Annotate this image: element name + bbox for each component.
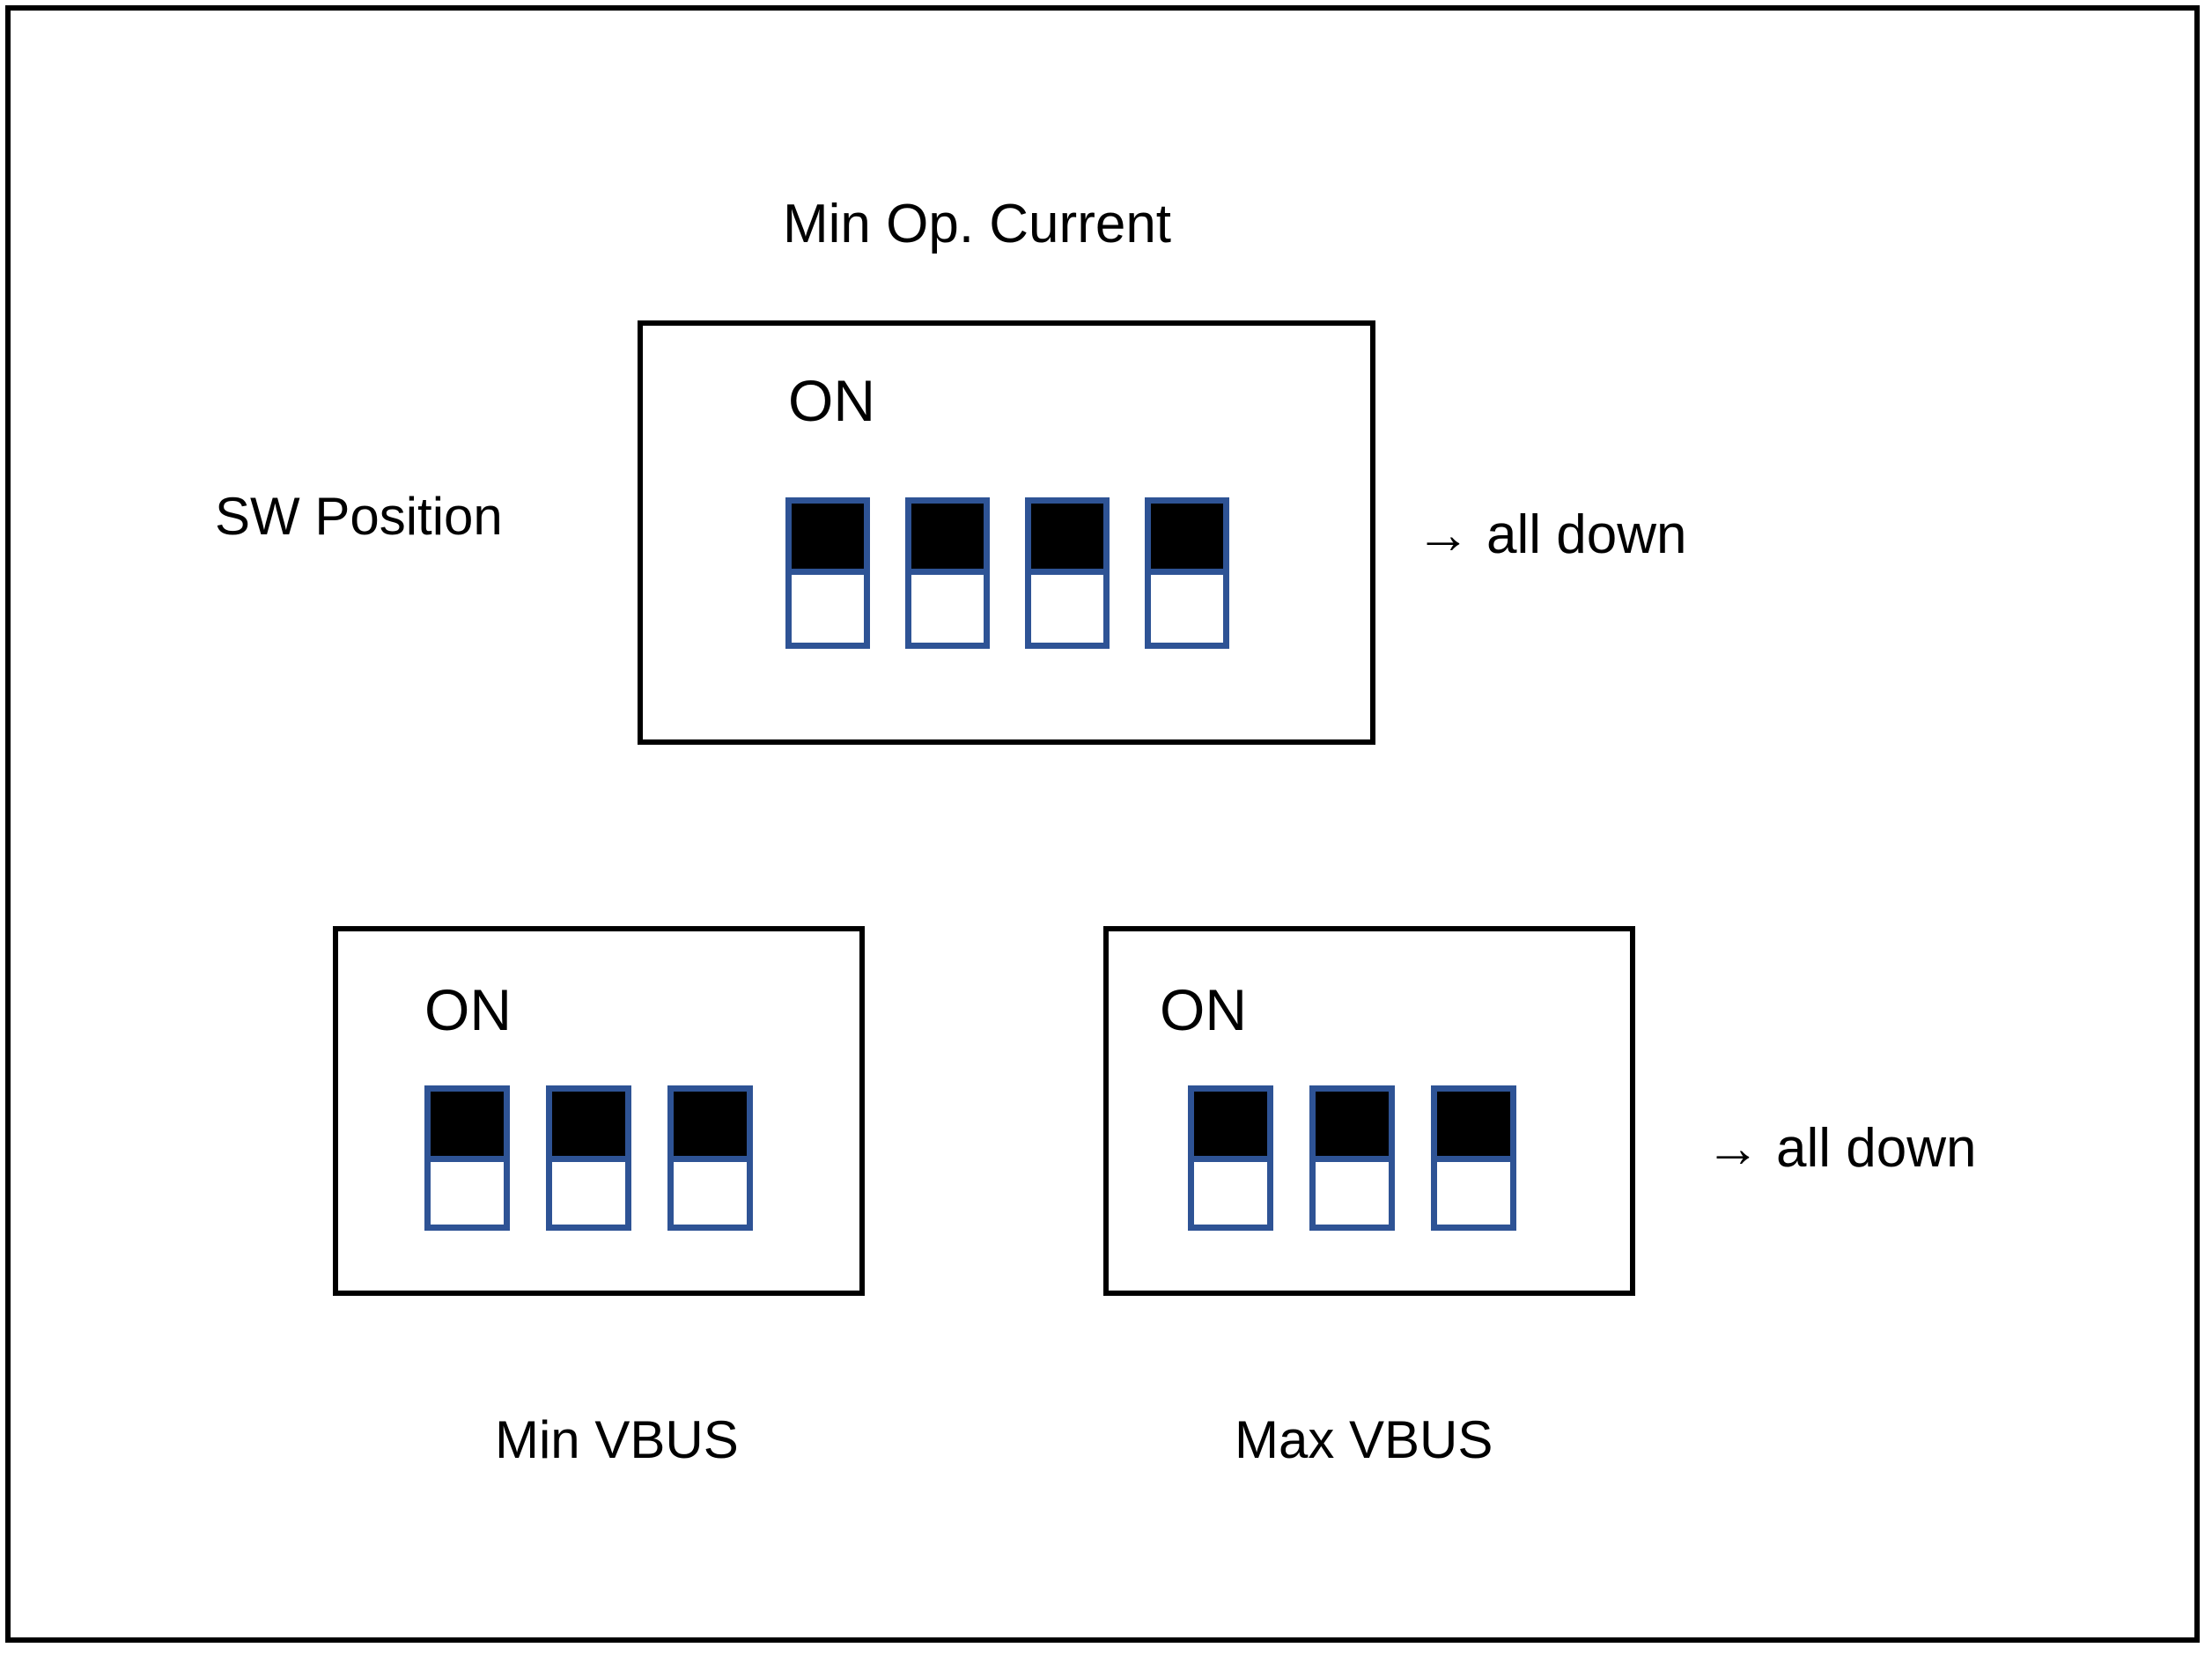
dip-switch-1[interactable] <box>424 1085 510 1231</box>
caption-min-vbus: Min VBUS <box>495 1410 739 1469</box>
dip-switch-3-lever-down <box>1437 1156 1510 1225</box>
dip-switch-row-max-vbus <box>1188 1085 1516 1231</box>
switch-bank-min-vbus[interactable]: ON <box>333 926 865 1296</box>
switch-bank-min-op-current[interactable]: ON <box>638 320 1375 745</box>
dip-switch-1-lever-down <box>431 1156 504 1225</box>
dip-switch-4[interactable] <box>1145 497 1229 649</box>
dip-switch-2[interactable] <box>905 497 990 649</box>
dip-switch-4-lever-up <box>1151 504 1223 569</box>
dip-switch-row-min-vbus <box>424 1085 753 1231</box>
arrow-right-icon: → <box>1416 504 1471 565</box>
dip-switch-1-divider <box>1194 1156 1267 1162</box>
dip-switch-1-lever-up <box>1194 1092 1267 1156</box>
dip-switch-1-divider <box>792 569 864 575</box>
bank-on-label-min-op-current: ON <box>788 368 875 433</box>
dip-switch-2-divider <box>911 569 984 575</box>
dip-switch-1-divider <box>431 1156 504 1162</box>
dip-switch-3-lever-down <box>1031 569 1103 643</box>
dip-switch-1-lever-down <box>792 569 864 643</box>
dip-switch-3[interactable] <box>1025 497 1110 649</box>
switch-bank-max-vbus[interactable]: ON <box>1103 926 1635 1296</box>
dip-switch-1[interactable] <box>785 497 870 649</box>
dip-switch-2-lever-down <box>1316 1156 1389 1225</box>
diagram-outer-border: Min Op. Current SW Position ON <box>5 5 2200 1643</box>
dip-switch-3-lever-up <box>1031 504 1103 569</box>
dip-switch-2[interactable] <box>546 1085 631 1231</box>
bank-on-label-max-vbus: ON <box>1160 977 1247 1042</box>
diagram-title: Min Op. Current <box>783 194 1172 254</box>
caption-max-vbus: Max VBUS <box>1235 1410 1493 1469</box>
dip-switch-3-divider <box>1031 569 1103 575</box>
dip-switch-2-divider <box>552 1156 625 1162</box>
bank-on-label-min-vbus: ON <box>424 977 512 1042</box>
sw-position-label: SW Position <box>215 487 503 546</box>
dip-switch-2-lever-up <box>552 1092 625 1156</box>
dip-switch-3[interactable] <box>667 1085 753 1231</box>
dip-switch-1-lever-down <box>1194 1156 1267 1225</box>
dip-switch-3-lever-up <box>674 1092 747 1156</box>
dip-switch-3-lever-up <box>1437 1092 1510 1156</box>
annotation-text-min-op-current: all down <box>1486 504 1687 565</box>
dip-switch-3-divider <box>1437 1156 1510 1162</box>
arrow-right-icon: → <box>1706 1118 1760 1179</box>
dip-switch-3[interactable] <box>1431 1085 1516 1231</box>
annotation-max-vbus: → all down <box>1706 1122 1976 1176</box>
annotation-text-max-vbus: all down <box>1776 1118 1977 1179</box>
dip-switch-4-lever-down <box>1151 569 1223 643</box>
dip-switch-2-lever-down <box>552 1156 625 1225</box>
dip-switch-1-lever-up <box>431 1092 504 1156</box>
dip-switch-2-lever-up <box>911 504 984 569</box>
dip-switch-3-divider <box>674 1156 747 1162</box>
dip-switch-1[interactable] <box>1188 1085 1273 1231</box>
dip-switch-2-divider <box>1316 1156 1389 1162</box>
dip-switch-2[interactable] <box>1309 1085 1395 1231</box>
dip-switch-2-lever-down <box>911 569 984 643</box>
dip-switch-1-lever-up <box>792 504 864 569</box>
dip-switch-row-min-op-current <box>785 497 1229 649</box>
annotation-min-op-current: → all down <box>1416 508 1686 563</box>
dip-switch-3-lever-down <box>674 1156 747 1225</box>
dip-switch-4-divider <box>1151 569 1223 575</box>
dip-switch-2-lever-up <box>1316 1092 1389 1156</box>
diagram-canvas: Min Op. Current SW Position ON <box>11 11 2194 1637</box>
